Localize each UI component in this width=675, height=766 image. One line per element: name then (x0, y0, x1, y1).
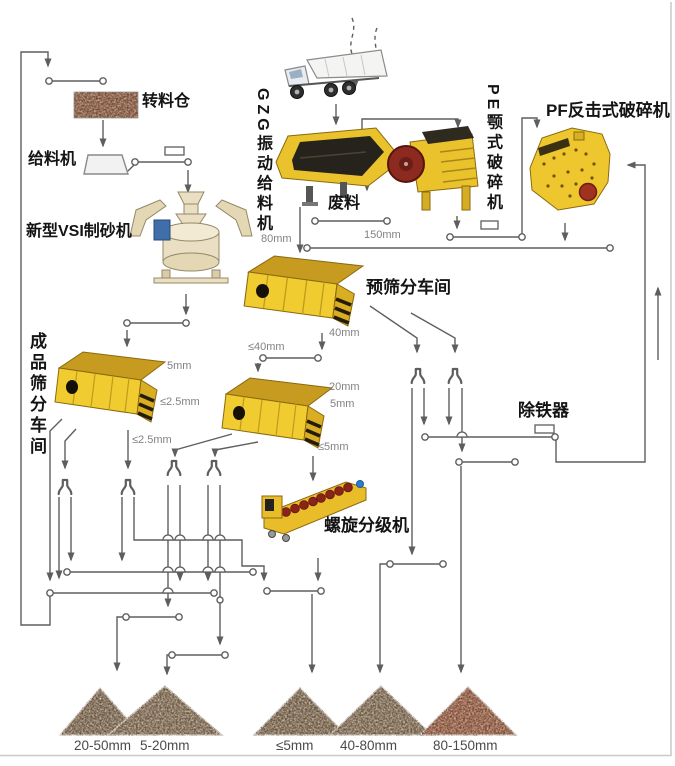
pile-80-150mm (418, 686, 518, 736)
size-le40mm-label: ≤40mm (248, 341, 285, 353)
gzg-feeder-machine (275, 127, 395, 206)
line-hops (162, 431, 468, 594)
product-piles (58, 685, 518, 736)
pf-impact-crusher-label: PF反击式破碎机 (546, 101, 670, 120)
feeder-label: 给料机 (28, 151, 77, 168)
transfer-bin-image (73, 91, 139, 119)
conveyor-lines (49, 80, 610, 656)
gzg-feeder-label: GZG振动给料机 (254, 88, 271, 235)
iron-remover-label: 除铁器 (518, 401, 569, 420)
product-screen-2-machine (220, 376, 334, 450)
size-le25mm-a-label: ≤2.5mm (160, 396, 200, 408)
size-40mm-label: 40mm (329, 327, 360, 339)
pile-5-20mm (106, 685, 224, 736)
waste-label: 废料 (328, 195, 361, 212)
pre-screening-screen-machine (242, 254, 365, 328)
vsi-sand-maker-machine (129, 191, 253, 284)
pe-jaw-crusher-label: PE颚式破碎机 (484, 84, 501, 214)
size-le25mm-b-label: ≤2.5mm (132, 434, 172, 446)
size-150mm-label: 150mm (364, 229, 401, 241)
size-80mm-label: 80mm (261, 233, 292, 245)
pile-label-20-50mm: 20-50mm (74, 738, 132, 753)
pf-impact-crusher-machine (529, 127, 611, 211)
spiral-classifier-machine (261, 480, 367, 542)
size-le5mm-label: ≤5mm (318, 441, 349, 453)
pre-screening-label: 预筛分车间 (366, 278, 451, 297)
magnet-box-icons (164, 146, 555, 434)
dump-truck-image (284, 49, 388, 99)
spiral-classifier-label: 螺旋分级机 (324, 516, 409, 535)
pile-label-le5mm: ≤5mm (276, 738, 314, 753)
pile-40-80mm (328, 685, 434, 736)
transfer-bin-label: 转料仓 (142, 93, 191, 110)
size-20mm-label: 20mm (329, 381, 360, 393)
pile-label-40-80mm: 40-80mm (340, 738, 398, 753)
pile-label-80-150mm: 80-150mm (433, 738, 498, 753)
conveyor-end-circles (45, 77, 614, 659)
size-5mm-mid-label: 5mm (330, 398, 355, 410)
size-5mm-left-label: 5mm (167, 360, 192, 372)
pile-label-5-20mm: 5-20mm (140, 738, 190, 753)
product-screen-1-machine (53, 350, 167, 424)
feeder-symbol (83, 154, 129, 175)
pile-le5mm (252, 687, 348, 736)
pe-jaw-crusher-machine (387, 126, 479, 211)
product-screening-label: 成品筛分车间 (27, 332, 46, 458)
flow-arrows (20, 17, 662, 676)
vsi-sand-maker-label: 新型VSI制砂机 (26, 223, 132, 240)
